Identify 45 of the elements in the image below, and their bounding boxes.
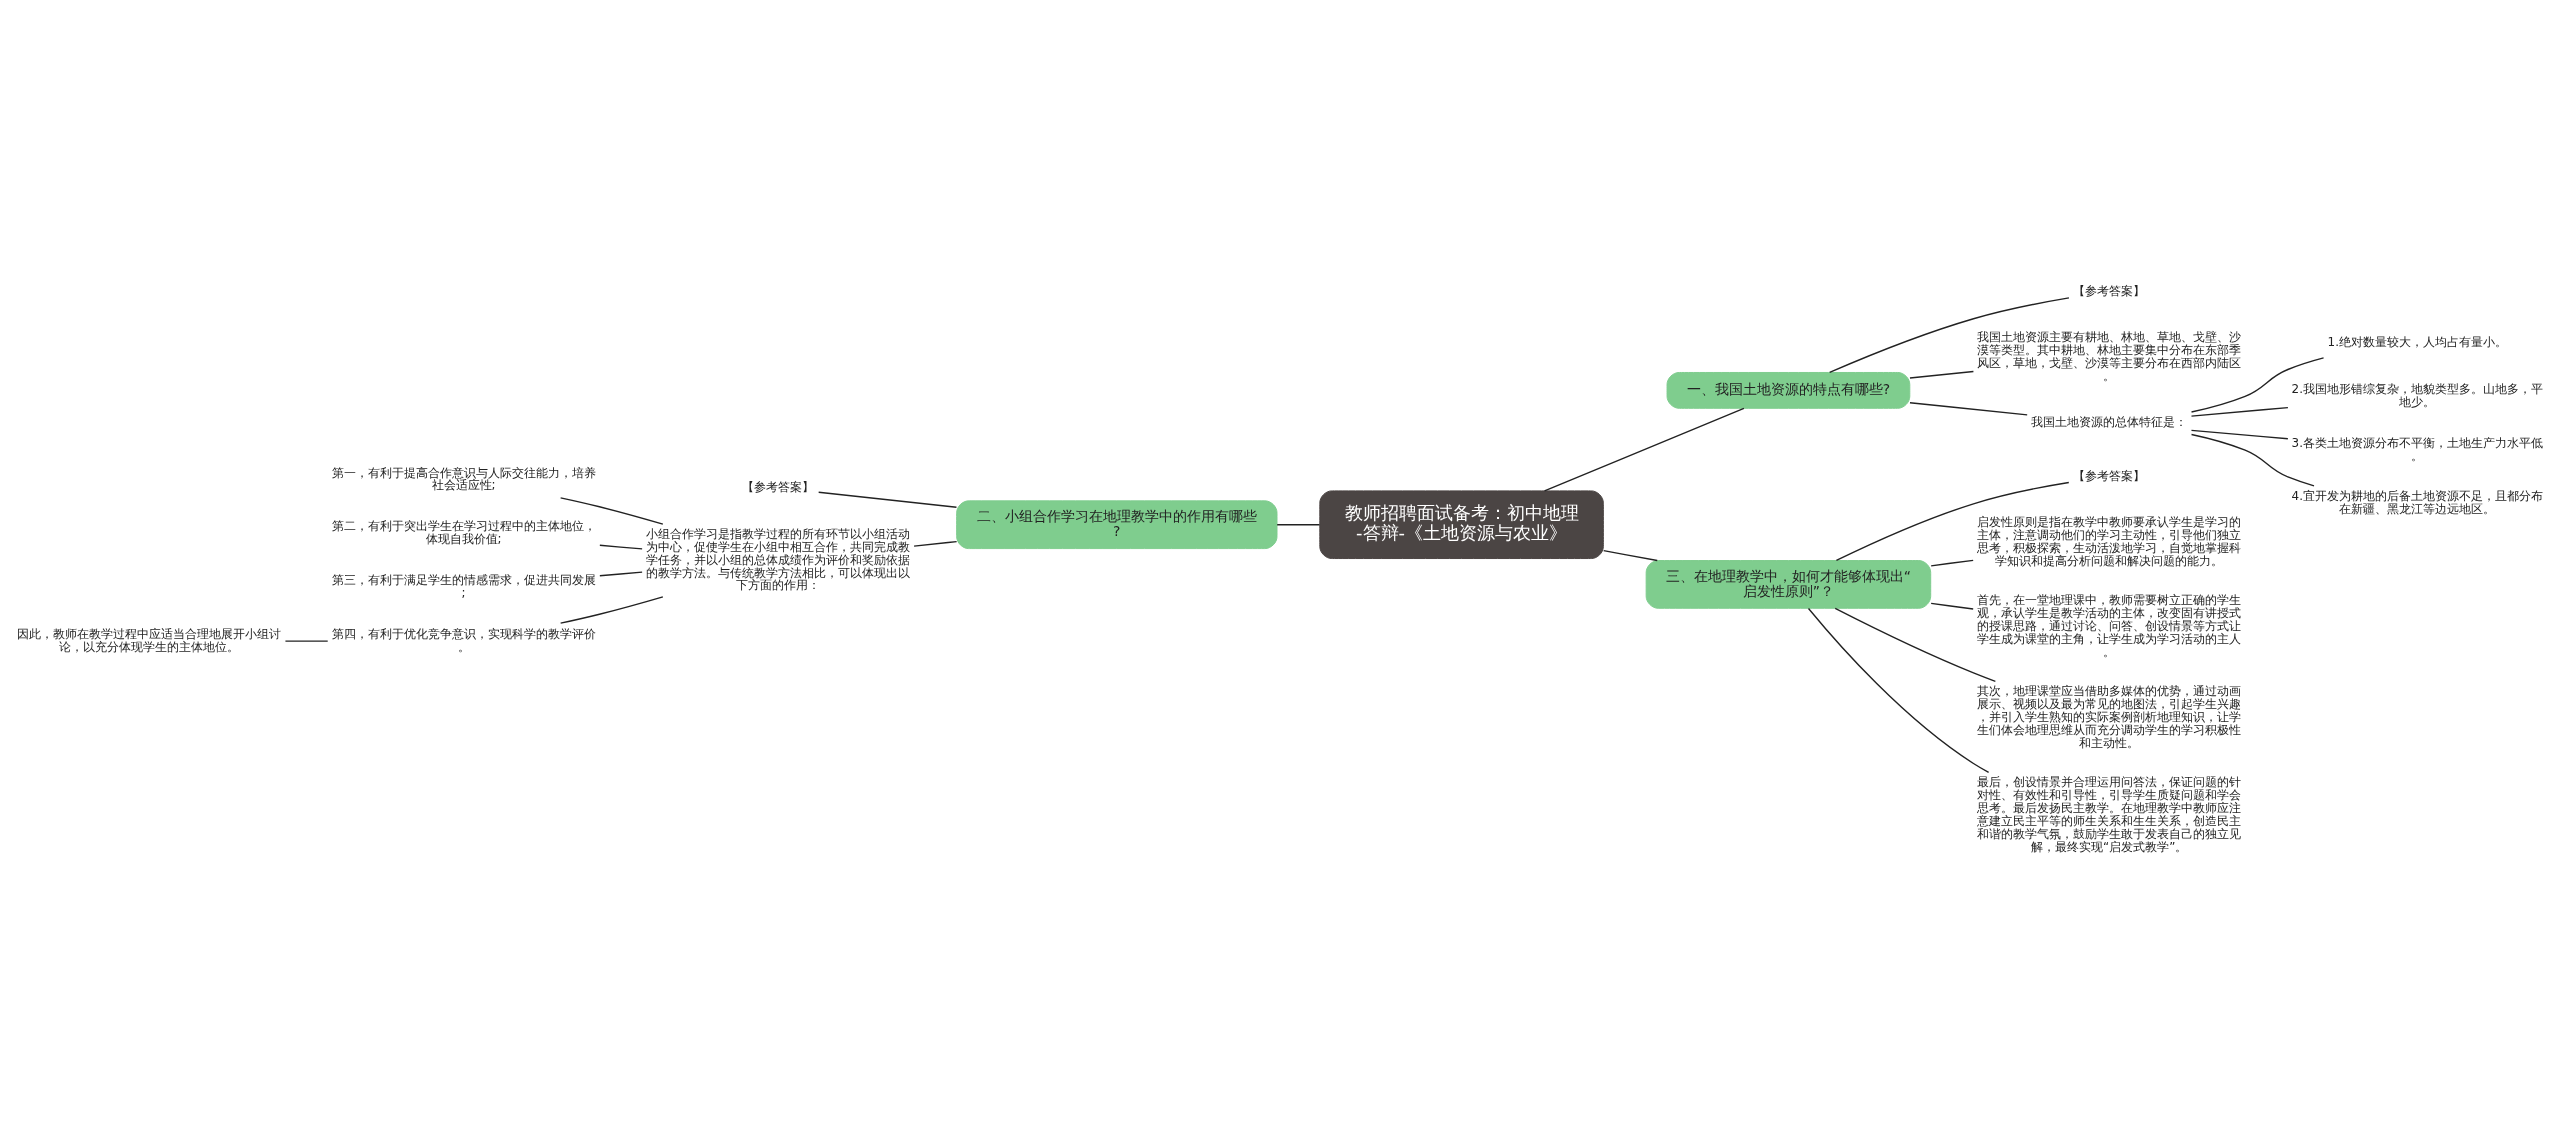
connector: [1909, 370, 1975, 379]
node-text: 第一，有利于提高合作意识与人际交往能力，培养社会适应性;: [331, 465, 596, 493]
node-text: 启发性原则是指在教学中教师要承认学生是学习的主体，注意调动他们的学习主动性，引导他们独立思考，积极探索，生动活泼地学习，自觉地掌握科学知识和提高分析问题和解决问题的能力。: [1977, 515, 2242, 569]
connector: [1602, 549, 1658, 562]
connector: [1930, 559, 1974, 567]
node-box: 三、在地理教学中，如何才能够体现出“启发性原则”？: [1645, 560, 1932, 609]
connector: [1835, 481, 2070, 562]
node-text: 第二，有利于突出学生在学习过程中的主体地位，体现自我价值;: [331, 519, 596, 547]
connector: [284, 640, 329, 642]
connector: [2190, 406, 2289, 417]
connector: [599, 571, 643, 577]
connector: [1807, 607, 1990, 774]
node-text: 其次，地理课堂应当借助多媒体的优势，通过动画展示、视频以及最为常见的地图法，引起学生兴趣，并引入学生熟知的实际案例剖析地理知识，让学生们体会地理思维从而充分调动学生的学习积极性和主动性。: [1977, 683, 2242, 750]
node-box: 二、小组合作学习在地理教学中的作用有哪些?: [956, 500, 1278, 550]
connector: [1543, 407, 1745, 492]
node-box: 教师招聘面试备考：初中地理-答辩-《土地资源与农业》: [1319, 490, 1604, 560]
node-text: 最后，创设情景并合理运用问答法，保证问题的针对性、有效性和引导性，引导学生质疑问题和学会思考。最后发扬民主教学。在地理教学中教师应注意建立民主平等的师生关系和生生关系，创造民主和谐的教学气氛，鼓励学生敢于发表自己的独立见解，最终实现“启发式教学”。: [1977, 774, 2242, 854]
connector: [599, 544, 643, 550]
node-text: 3.各类土地资源分布不平衡，土地生产力水平低。: [2291, 435, 2543, 463]
node-text: 2.我国地形错综复杂，地貌类型多。山地多，平地少。: [2291, 381, 2543, 409]
connector: [1828, 297, 2070, 374]
connector: [817, 491, 958, 508]
node-text: 因此，教师在教学过程中应适当合理地展开小组讨论，以充分体现学生的主体地位。: [17, 626, 282, 654]
node-text: 4.宜开发为耕地的后备土地资源不足，且都分布在新疆、黑龙江等边远地区。: [2291, 489, 2543, 517]
node-text: 我国土地资源主要有耕地、林地、草地、戈壁、沙漠等类型。其中耕地、林地主要集中分布在东部季风区，草地，戈壁、沙漠等主要分布在西部内陆区。: [1977, 330, 2242, 384]
node-text: 我国土地资源的总体特征是：: [2031, 415, 2188, 430]
connector: [2190, 357, 2325, 413]
connector: [1276, 524, 1321, 526]
node-text: 小组合作学习是指教学过程的所有环节以小组活动为中心，促使学生在小组中相互合作，共同完成教学任务，并以小组的总体成绩作为评价和奖励依据的教学方法。与传统教学方法相比，可以体现出以下方面的作用：: [646, 526, 911, 593]
connector: [1834, 607, 1997, 683]
node-text: 【参考答案】: [2073, 469, 2146, 484]
connector: [1909, 402, 2028, 416]
node-box: 一、我国土地资源的特点有哪些?: [1666, 372, 1911, 409]
node-text: 【参考答案】: [742, 479, 815, 494]
node-text: 第三，有利于满足学生的情感需求，促进共同发展;: [331, 573, 596, 600]
connector: [1930, 602, 1974, 610]
connector: [2190, 433, 2315, 487]
connector: [913, 540, 958, 547]
connector: [559, 497, 664, 525]
node-text: 首先，在一堂地理课中，教师需要树立正确的学生观，承认学生是教学活动的主体，改变固有讲授式的授课思路，通过讨论、问答、创设情景等方式让学生成为课堂的主角，让学生成为学习活动的主人。: [1977, 593, 2242, 660]
connector: [559, 596, 664, 624]
node-text: 【参考答案】: [2073, 283, 2146, 298]
connector: [2190, 429, 2289, 440]
node-text: 1.绝对数量较大，人均占有量小。: [2327, 334, 2507, 349]
node-text: 第四，有利于优化竞争意识，实现科学的教学评价。: [331, 626, 596, 654]
